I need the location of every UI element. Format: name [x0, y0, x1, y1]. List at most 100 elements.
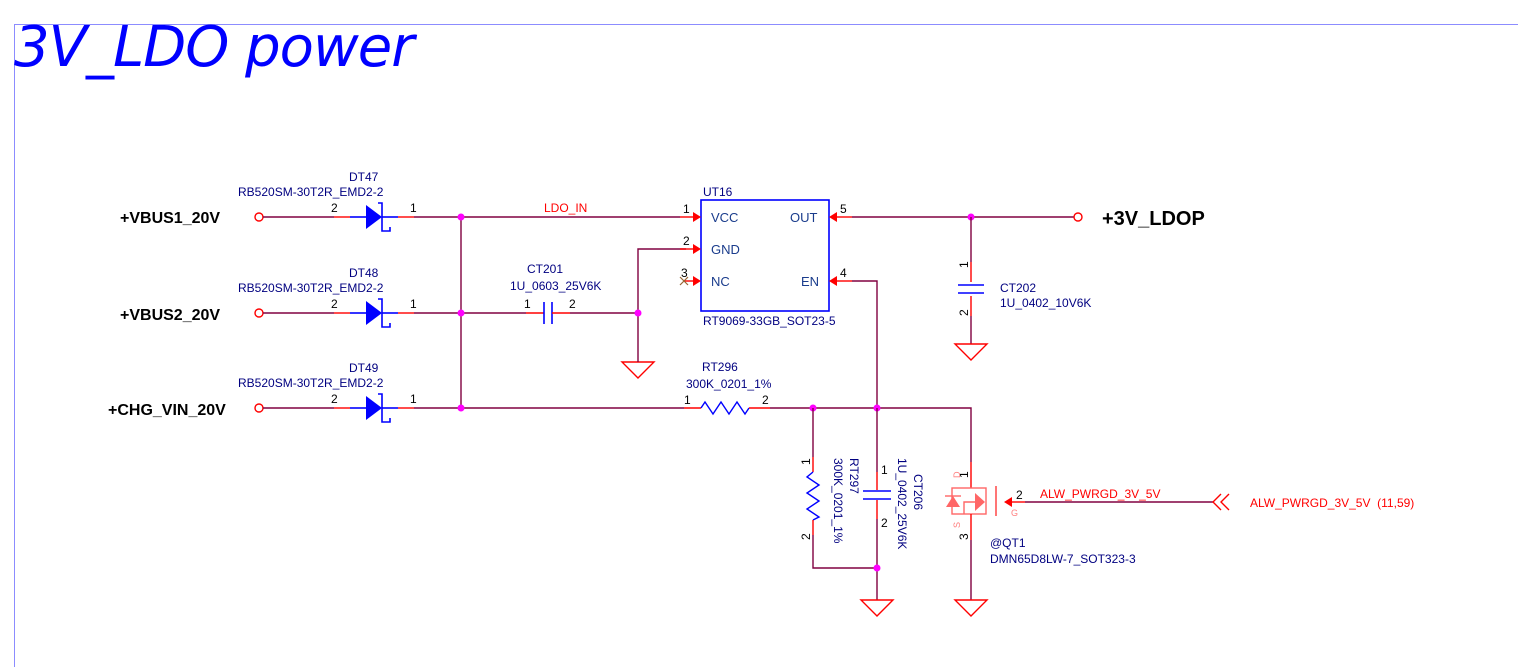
pin-name: NC: [711, 274, 730, 289]
pin-number: 2: [881, 516, 888, 530]
pin-number: 2: [762, 393, 769, 407]
body-diode-icon: [946, 496, 960, 507]
part-number: RB520SM-30T2R_EMD2-2: [238, 376, 384, 390]
junction-dot: [634, 309, 642, 317]
part-value: 1U_0402_10V6K: [1000, 296, 1091, 310]
junction-dot: [873, 564, 881, 572]
port-connector-icon: [254, 308, 264, 318]
port-label-vbus1: +VBUS1_20V: [120, 210, 220, 227]
wire: [770, 407, 972, 462]
junction-dot: [457, 213, 465, 221]
net-ldo-in[interactable]: LDO_IN: [414, 201, 684, 412]
part-value: 300K_0201_1%: [831, 458, 845, 544]
capacitor-ct206[interactable]: 1 2 CT206 1U_0402_25V6K: [859, 408, 925, 617]
sheet-border-left: [14, 24, 15, 667]
wire: [637, 248, 686, 353]
pin-arrow-icon: [693, 276, 701, 286]
pin-number: 1: [410, 297, 417, 311]
resistor-rt297[interactable]: 1 2 RT297 300K_0201_1%: [799, 408, 877, 569]
pin-number: 1: [684, 393, 691, 407]
port-label-chg-vin: +CHG_VIN_20V: [108, 402, 226, 419]
pin-number: 1: [524, 297, 531, 311]
pin-name: EN: [801, 274, 819, 289]
port-connector-icon: [254, 212, 264, 222]
junction-dot: [457, 309, 465, 317]
offpage-arrow-icon: [1212, 493, 1222, 511]
net-gnd-ldo[interactable]: [570, 248, 686, 379]
pin-number: 1: [799, 458, 813, 465]
pin-number: 3: [681, 266, 688, 280]
net-3v-ldop[interactable]: +3V_LDOP: [852, 208, 1205, 230]
resistor-rt296[interactable]: 1 2 RT296 300K_0201_1%: [684, 360, 772, 416]
ref-designator: @QT1: [990, 536, 1026, 550]
net-alw-pwrgd[interactable]: ALW_PWRGD_3V_5V: [1025, 487, 1213, 503]
port-label-vbus2: +VBUS2_20V: [120, 307, 220, 324]
pin-arrow-icon: [829, 276, 837, 286]
ref-designator: RT296: [702, 360, 738, 374]
part-value: 1U_0603_25V6K: [510, 279, 601, 293]
pin-number: 2: [331, 201, 338, 215]
port-connector-icon: [1073, 212, 1083, 222]
offpage-label: ALW_PWRGD_3V_5V (11,59): [1250, 496, 1414, 510]
offpage-connector-alw-pwrgd[interactable]: ALW_PWRGD_3V_5V (11,59): [1212, 493, 1414, 511]
ref-designator: DT49: [349, 361, 379, 375]
pin-name: GND: [711, 242, 740, 257]
net-en[interactable]: [770, 280, 972, 462]
junction-dot: [457, 404, 465, 412]
part-number: RT9069-33GB_SOT23-5: [703, 314, 836, 328]
capacitor-ct201[interactable]: 1 2 CT201 1U_0603_25V6K: [510, 262, 601, 324]
diode-dt47[interactable]: 2 1 DT47 RB520SM-30T2R_EMD2-2: [238, 170, 417, 232]
resistor-icon: [805, 471, 821, 521]
pin-number: 1: [410, 201, 417, 215]
net-label-alw-pwrgd: ALW_PWRGD_3V_5V: [1040, 487, 1161, 501]
pin-label-source: S: [952, 522, 962, 528]
pin-number: 2: [957, 309, 971, 316]
port-connector-icon: [254, 403, 264, 413]
pin-number: 1: [957, 471, 971, 478]
ground-icon: [859, 599, 895, 617]
offpage-arrow-icon: [1220, 493, 1230, 511]
no-connect-icon: [679, 276, 689, 286]
port-vbus2[interactable]: +VBUS2_20V: [120, 307, 264, 324]
wire: [852, 280, 878, 408]
pin-arrow-icon: [829, 212, 837, 222]
net-label-ldo-in: LDO_IN: [544, 201, 587, 215]
ref-designator: CT202: [1000, 281, 1036, 295]
pin-number: 1: [957, 261, 971, 268]
schottky-bar-icon: [378, 298, 391, 328]
ic-body: [700, 199, 830, 312]
diode-dt49[interactable]: 2 1 DT49 RB520SM-30T2R_EMD2-2: [238, 361, 417, 423]
pin-number: 3: [957, 533, 971, 540]
schottky-bar-icon: [378, 393, 391, 423]
pin-number: 5: [840, 202, 847, 216]
ref-designator: DT48: [349, 266, 379, 280]
diode-icon: [366, 205, 382, 229]
mosfet-arrow-icon: [975, 493, 985, 511]
pin-label-gate: G: [1011, 508, 1018, 518]
sheet-border-top: [14, 24, 1518, 25]
schottky-bar-icon: [378, 202, 391, 232]
ground-icon: [953, 343, 989, 361]
diode-icon: [366, 301, 382, 325]
port-vbus1[interactable]: +VBUS1_20V: [120, 210, 264, 227]
capacitor-ct202[interactable]: 1 2 CT202 1U_0402_10V6K: [953, 217, 1091, 361]
ground-icon: [620, 361, 656, 379]
pin-number: 2: [1016, 488, 1023, 502]
ic-ut16[interactable]: UT16 RT9069-33GB_SOT23-5 1 VCC 2 GND 3 N…: [679, 185, 852, 328]
pin-number: 1: [881, 463, 888, 477]
diode-dt48[interactable]: 2 1 DT48 RB520SM-30T2R_EMD2-2: [238, 266, 417, 328]
pin-arrow-icon: [693, 244, 701, 254]
ref-designator: DT47: [349, 170, 379, 184]
part-value: 300K_0201_1%: [686, 377, 772, 391]
mosfet-qt1[interactable]: 1 2 3 D G S @QT1 DMN65D8LW-7_SOT323-3: [945, 462, 1136, 617]
sheet-title: 3V_LDO power: [14, 15, 414, 80]
part-number: DMN65D8LW-7_SOT323-3: [990, 552, 1136, 566]
ref-designator: RT297: [847, 458, 861, 494]
ref-designator: UT16: [703, 185, 733, 199]
pin-number: 2: [683, 234, 690, 248]
pin-number: 2: [331, 297, 338, 311]
pin-number: 2: [799, 533, 813, 540]
port-chg-vin[interactable]: +CHG_VIN_20V: [108, 402, 264, 419]
